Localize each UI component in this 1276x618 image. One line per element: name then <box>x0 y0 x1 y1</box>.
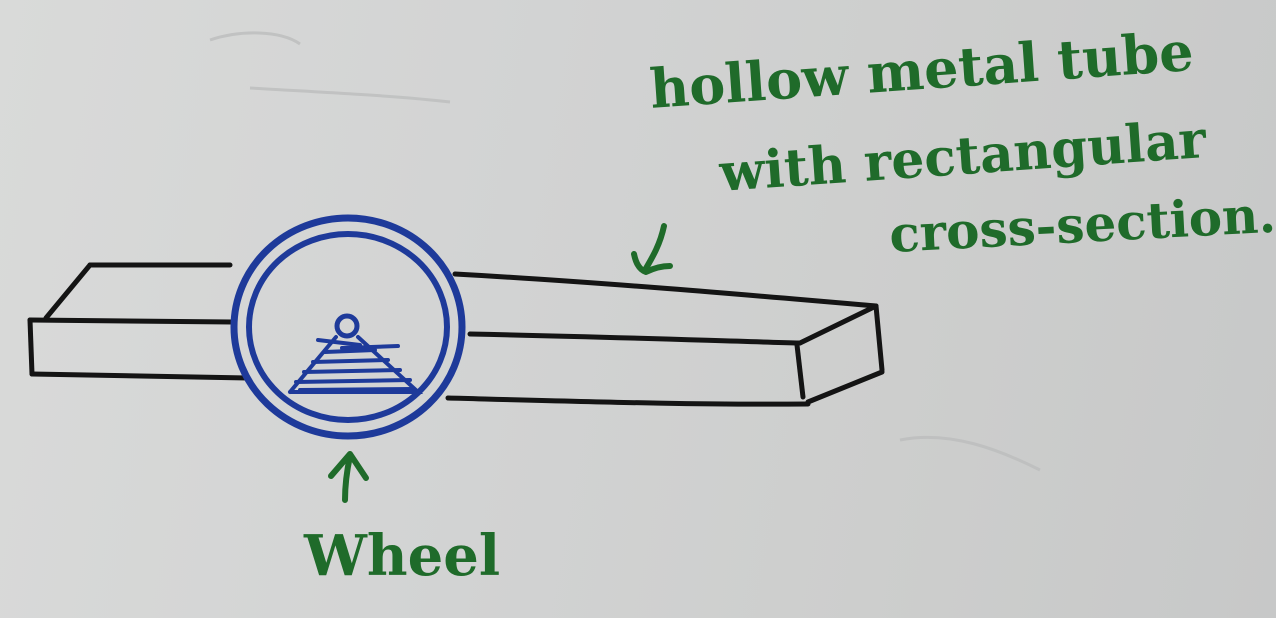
tube-outline <box>27 262 885 407</box>
wheel-axle <box>334 313 360 339</box>
tube-right-end-far-edge <box>873 303 885 373</box>
annotation-arrows <box>328 223 673 503</box>
wheel-label: Wheel <box>304 523 501 589</box>
tube-left-top-front-edge <box>27 317 235 325</box>
paper-show-through <box>209 31 1041 472</box>
wheel-pointer-arrow-icon <box>328 451 369 503</box>
tube-right-top-back-edge <box>452 271 879 309</box>
tube-right-bottom-edge <box>445 395 811 407</box>
tube-right-top-front-edge <box>467 331 803 346</box>
wheel-support-hatching <box>294 338 416 392</box>
tube-left-bottom-edge <box>29 371 251 381</box>
wheel <box>230 214 466 440</box>
tube-right-end-top-slant <box>797 303 879 346</box>
tube-left-end-face <box>27 317 35 377</box>
tube-right-end-front-edge <box>794 342 806 400</box>
tube-pointer-arrow-icon <box>631 223 673 275</box>
tube-right-end-bottom-slant <box>805 369 885 405</box>
wheel-outer-rim <box>230 214 466 440</box>
wheel-inner-rim <box>246 231 450 423</box>
tube-left-top-slant <box>43 262 93 321</box>
